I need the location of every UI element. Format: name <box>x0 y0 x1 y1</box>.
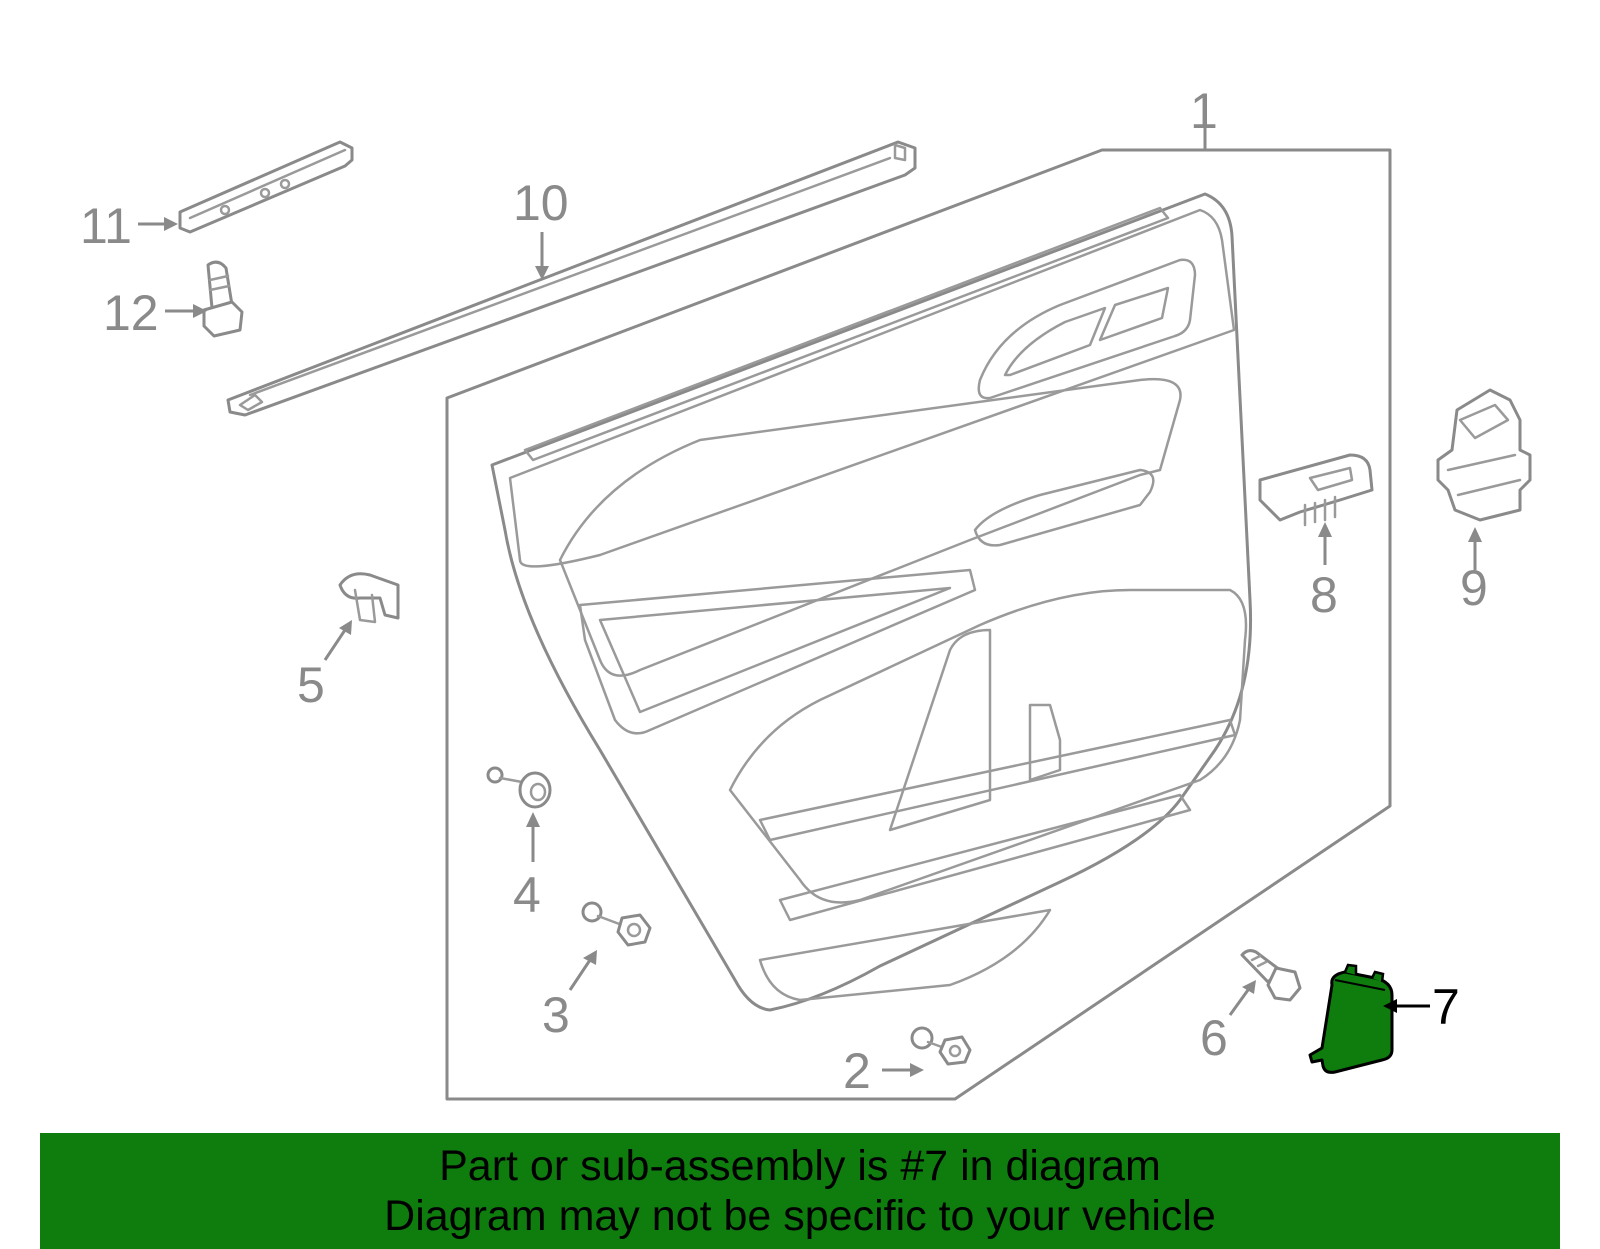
callout-3: 3 <box>542 987 570 1043</box>
callout-8-arrowhead <box>1318 522 1332 537</box>
callout-5-arrow <box>323 629 347 661</box>
callout-7-arrowhead <box>1383 999 1397 1013</box>
callout-5-arrowhead <box>339 620 352 635</box>
callout-2-arrowhead <box>910 1063 924 1077</box>
callout-4-arrowhead <box>526 812 540 827</box>
callout-8: 8 <box>1310 567 1338 623</box>
callout-6-arrow <box>1228 989 1250 1016</box>
clip-2 <box>910 1026 972 1066</box>
callout-4: 4 <box>513 867 541 923</box>
switch-bezel-8 <box>1258 453 1374 527</box>
callout-11: 11 <box>80 198 132 254</box>
callout-6: 6 <box>1200 1010 1228 1066</box>
callout-3-arrow <box>568 959 592 991</box>
belt-weatherstrip <box>226 140 917 417</box>
callout-10: 10 <box>513 175 569 231</box>
door-trim-panel <box>490 192 1253 1012</box>
callout-11-arrowhead <box>164 217 178 231</box>
callout-12-arrowhead <box>193 304 207 318</box>
clip-5 <box>338 572 400 624</box>
screw-6 <box>1240 949 1302 1002</box>
cover-7-highlighted <box>1308 963 1394 1074</box>
callout-9-arrowhead <box>1468 527 1482 542</box>
callout-7: 7 <box>1432 979 1460 1035</box>
bracket <box>178 140 354 234</box>
callout-5: 5 <box>297 657 325 713</box>
push-pin-4 <box>486 766 552 809</box>
callout-1: 1 <box>1190 83 1218 139</box>
callout-10-arrowhead <box>535 266 549 280</box>
callout-12: 12 <box>103 285 159 341</box>
callout-3-arrowhead <box>583 950 597 965</box>
door-panel-assembly-frame <box>445 148 1392 1101</box>
info-banner: Part or sub-assembly is #7 in diagram Di… <box>40 1133 1560 1249</box>
callout-6-arrowhead <box>1242 980 1256 994</box>
callout-2: 2 <box>843 1043 871 1099</box>
banner-line-disclaimer: Diagram may not be specific to your vehi… <box>384 1192 1216 1240</box>
banner-line-part-info: Part or sub-assembly is #7 in diagram <box>439 1142 1161 1190</box>
window-switch-9 <box>1436 388 1532 522</box>
push-pin-3 <box>581 901 652 947</box>
screw-12 <box>202 260 244 338</box>
callout-9: 9 <box>1460 560 1488 616</box>
